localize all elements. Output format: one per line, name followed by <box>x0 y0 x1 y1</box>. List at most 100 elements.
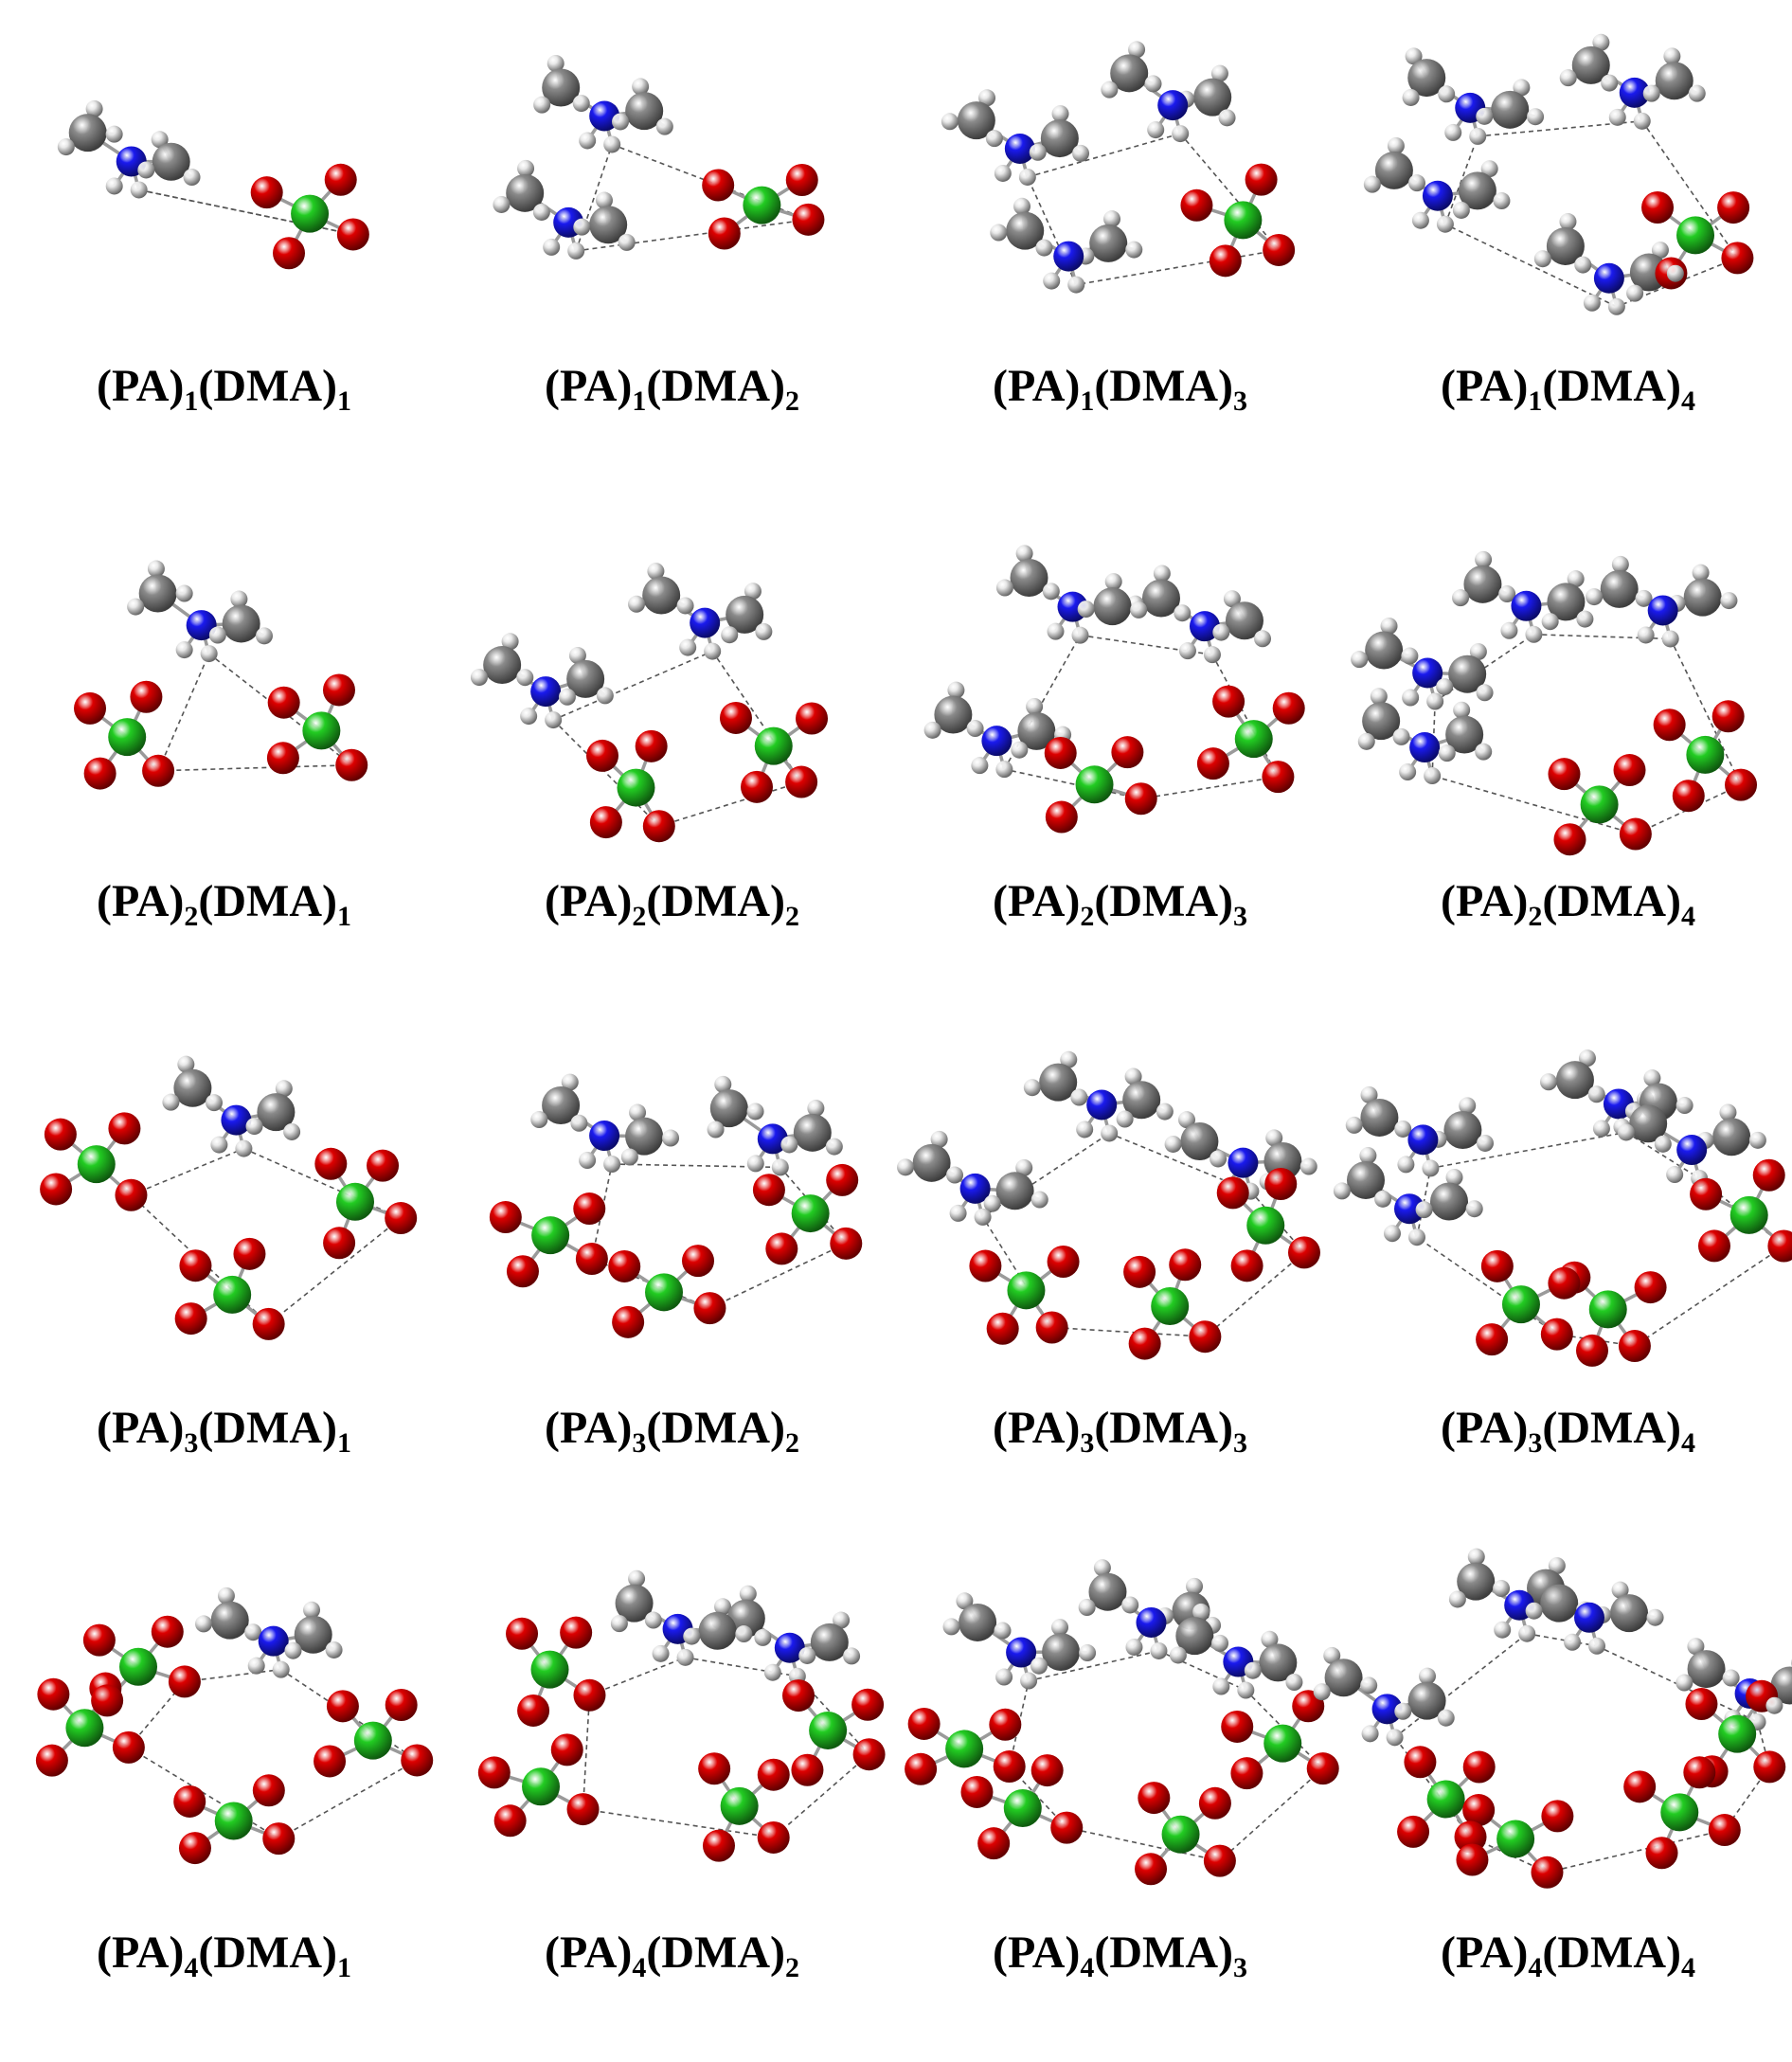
carbon-atom <box>566 659 605 698</box>
oxygen-atom <box>1111 736 1144 769</box>
nitrogen-atom <box>1086 1089 1118 1121</box>
hydrogen-atom <box>946 1166 964 1184</box>
oxygen-atom <box>1711 700 1745 733</box>
hydrogen-bond <box>1625 1131 1700 1179</box>
label-dma: (DMA) <box>646 361 785 411</box>
hydrogen-atom <box>1244 1661 1262 1679</box>
oxygen-atom <box>791 1753 824 1786</box>
oxygen-atom <box>752 1174 785 1207</box>
hydrogen-atom <box>1592 33 1610 51</box>
chlorine-atom <box>108 718 147 757</box>
hydrogen-atom <box>1093 1559 1111 1577</box>
oxygen-atom <box>702 169 735 202</box>
oxygen-atom <box>1623 1770 1657 1803</box>
hydrogen-atom <box>1475 743 1493 761</box>
hydrogen-atom <box>325 1641 343 1659</box>
hydrogen-atom <box>1394 1120 1412 1138</box>
carbon-atom <box>1017 711 1056 750</box>
hydrogen-atom <box>230 590 248 608</box>
oxygen-atom <box>1752 1158 1785 1192</box>
hydrogen-atom <box>470 669 488 687</box>
hydrogen-atom <box>1399 763 1417 781</box>
label-pa-count: 4 <box>632 1952 647 1983</box>
hydrogen-atom <box>1387 136 1405 154</box>
hydrogen-atom <box>1518 1624 1536 1642</box>
hydrogen-atom <box>1380 617 1398 635</box>
label-dma: (DMA) <box>198 1403 337 1453</box>
hydrogen-atom <box>1452 201 1470 219</box>
oxygen-atom <box>1180 188 1213 222</box>
hydrogen-atom <box>1265 1129 1283 1147</box>
molecule-structure <box>57 99 369 270</box>
carbon-atom <box>1362 702 1401 741</box>
oxygen-atom <box>589 806 622 839</box>
cluster-label: (PA)1(DMA)4 <box>1344 360 1792 416</box>
hydrogen-atom <box>923 721 941 739</box>
label-dma: (DMA) <box>1542 1928 1681 1978</box>
hydrogen-atom <box>105 177 123 195</box>
oxygen-atom <box>1245 163 1278 196</box>
hydrogen-bond <box>158 763 352 772</box>
oxygen-atom <box>1124 782 1157 816</box>
carbon-atom <box>1324 1659 1363 1697</box>
hydrogen-atom <box>1124 1067 1142 1085</box>
chlorine-atom <box>353 1721 392 1760</box>
carbon-atom <box>1457 1562 1496 1601</box>
hydrogen-atom <box>754 1628 772 1646</box>
label-pa-count: 4 <box>184 1952 199 1983</box>
oxygen-atom <box>1123 1255 1156 1288</box>
hydrogen-atom <box>632 78 650 96</box>
hydrogen-bond <box>1430 1131 1627 1170</box>
hydrogen-atom <box>1153 565 1171 583</box>
hydrogen-atom <box>543 238 561 256</box>
hydrogen-atom <box>956 1592 974 1610</box>
oxygen-atom <box>1030 1754 1064 1787</box>
chlorine-atom <box>1003 1788 1042 1827</box>
carbon-atom <box>1346 1160 1385 1199</box>
hydrogen-atom <box>1103 210 1121 228</box>
molecule-structure <box>1351 550 1758 856</box>
hydrogen-atom <box>283 1122 301 1140</box>
hydrogen-atom <box>683 1627 701 1645</box>
oxygen-atom <box>1462 1794 1496 1827</box>
hydrogen-atom <box>985 130 1003 148</box>
hydrogen-atom <box>547 54 564 72</box>
carbon-atom <box>1458 171 1496 210</box>
oxygen-atom <box>267 686 300 719</box>
oxygen-atom <box>1613 754 1646 787</box>
cluster-panel-pa3-dma1: (PA)3(DMA)1 <box>0 1031 448 1546</box>
hydrogen-atom <box>1121 1596 1139 1614</box>
oxygen-atom <box>401 1744 434 1777</box>
hydrogen-atom <box>1477 1134 1495 1152</box>
hydrogen-atom <box>610 1615 628 1633</box>
hydrogen-atom <box>1564 1633 1582 1651</box>
hydrogen-atom <box>1692 564 1710 582</box>
oxygen-atom <box>1725 768 1758 801</box>
hydrogen-atom <box>200 645 218 663</box>
oxygen-atom <box>108 1112 141 1145</box>
oxygen-atom <box>993 1750 1026 1784</box>
hydrogen-atom <box>620 1148 638 1166</box>
hydrogen-atom <box>1397 1156 1415 1174</box>
molecule-structure <box>923 545 1305 834</box>
hydrogen-atom <box>162 1093 180 1111</box>
oxygen-atom <box>91 1684 124 1717</box>
label-pa: (PA) <box>545 1403 633 1453</box>
hydrogen-atom <box>1060 1050 1078 1068</box>
hydrogen-atom <box>1072 144 1090 162</box>
hydrogen-atom <box>1480 160 1498 178</box>
hydrogen-atom <box>1150 1641 1168 1659</box>
nitrogen-atom <box>221 1104 252 1136</box>
oxygen-atom <box>1753 1750 1786 1784</box>
nitrogen-atom <box>1593 262 1624 294</box>
hydrogen-atom <box>501 633 519 651</box>
chlorine-atom <box>1234 720 1273 759</box>
hydrogen-bond <box>1527 1632 1598 1647</box>
cluster-panel-pa4-dma1: (PA)4(DMA)1 <box>0 1546 448 2061</box>
oxygen-atom <box>1541 1800 1574 1833</box>
hydrogen-atom <box>1177 1111 1195 1129</box>
hydrogen-atom <box>244 1623 262 1641</box>
cluster-panel-pa2-dma3: (PA)2(DMA)3 <box>896 515 1344 1031</box>
hydrogen-atom <box>195 1615 213 1633</box>
nitrogen-atom <box>690 607 721 638</box>
